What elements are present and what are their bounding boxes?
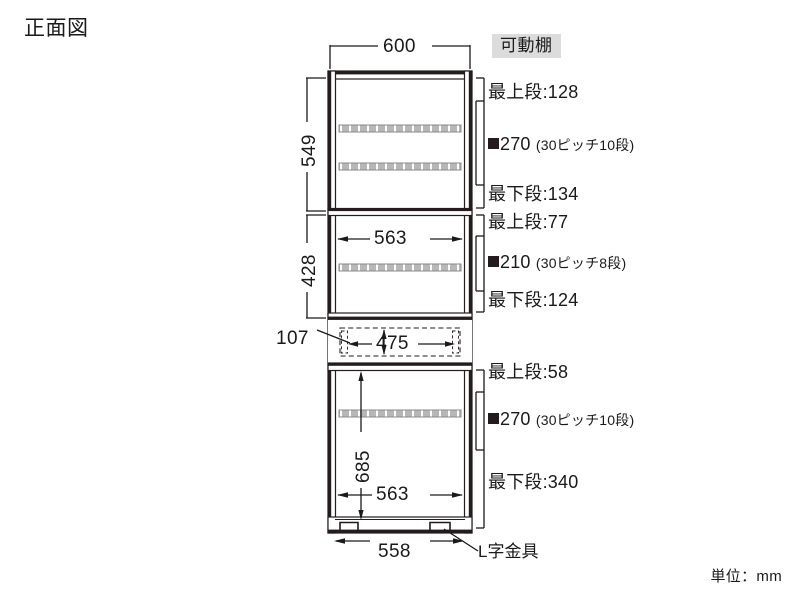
square-bullet-icon	[488, 138, 499, 149]
shelf-upper-pitch-row: 270 (30ピッチ10段)	[488, 135, 634, 153]
cabinet-top-board	[327, 70, 473, 80]
dimension-label-475: 475	[376, 333, 409, 354]
shelf-lower-1	[338, 409, 462, 418]
movable-shelf-badge: 可動棚	[492, 34, 561, 58]
bracket-upper-inner	[475, 100, 484, 186]
dimension-height-428	[306, 214, 326, 319]
shelf-middle-pitch-note: (30ピッチ8段)	[535, 255, 627, 271]
page-title: 正面図	[24, 17, 89, 40]
unit-note: 単位：mm	[710, 568, 782, 585]
dimension-width-600	[329, 45, 471, 69]
drawer-compartment	[328, 320, 472, 364]
dimension-label-563-bottom: 563	[376, 484, 409, 505]
square-bullet-icon	[488, 256, 499, 267]
shelf-middle-pitch-value: 210	[500, 252, 531, 272]
dimension-label-107: 107	[276, 328, 309, 349]
dimension-label-600: 600	[383, 36, 416, 57]
l-bracket-right	[429, 521, 451, 531]
shelf-upper-1	[338, 124, 462, 133]
cabinet-right-panel	[463, 70, 473, 534]
shelf-upper-pitch-note: (30ピッチ10段)	[535, 137, 635, 153]
bracket-upper-outer	[476, 77, 485, 209]
l-bracket-label: L字金具	[478, 542, 539, 561]
shelf-lower-pitch-value: 270	[500, 409, 531, 429]
shelf-upper-bottom-label: 最下段:134	[488, 184, 579, 204]
arrowheads-563-bottom	[337, 492, 463, 498]
shelf-lower-bottom-label: 最下段:340	[488, 472, 579, 492]
dimension-label-558: 558	[378, 541, 411, 562]
shelf-upper-top-label: 最上段:128	[488, 82, 579, 102]
dimension-label-428: 428	[299, 254, 320, 287]
bracket-lower-inner	[475, 391, 484, 451]
arrowheads-685	[358, 371, 364, 520]
shelf-middle-bottom-label: 最下段:124	[488, 290, 579, 310]
leader-l-bracket	[443, 528, 479, 552]
square-bullet-icon	[488, 413, 499, 424]
shelf-middle-pitch-row: 210 (30ピッチ8段)	[488, 253, 626, 271]
divider-upper-middle	[327, 207, 473, 217]
divider-middle-drawer	[327, 312, 473, 321]
divider-drawer-lower	[327, 362, 473, 372]
cabinet-left-panel	[327, 70, 337, 534]
arrowheads-558	[334, 538, 464, 544]
shelf-lower-pitch-row: 270 (30ピッチ10段)	[488, 410, 634, 428]
shelf-middle-top-label: 最上段:77	[488, 212, 569, 232]
shelf-lower-pitch-note: (30ピッチ10段)	[535, 412, 635, 428]
shelf-upper-pitch-value: 270	[500, 134, 531, 154]
shelf-upper-2	[338, 162, 462, 171]
bracket-lower-outer	[476, 369, 485, 529]
bracket-middle-outer	[476, 214, 485, 313]
arrowheads-107	[381, 329, 387, 355]
bracket-middle-inner	[475, 235, 484, 292]
dimension-label-549: 549	[299, 134, 320, 167]
shelf-middle-1	[338, 263, 462, 272]
cabinet-bottom-board	[327, 516, 473, 534]
l-bracket-left	[339, 521, 359, 531]
dimension-height-549	[306, 77, 326, 212]
dimension-label-563-middle: 563	[374, 228, 407, 249]
dimension-label-685: 685	[353, 450, 374, 483]
arrowheads-475	[348, 341, 455, 347]
arrowheads-563-middle	[337, 236, 463, 242]
shelf-lower-top-label: 最上段:58	[488, 362, 569, 382]
